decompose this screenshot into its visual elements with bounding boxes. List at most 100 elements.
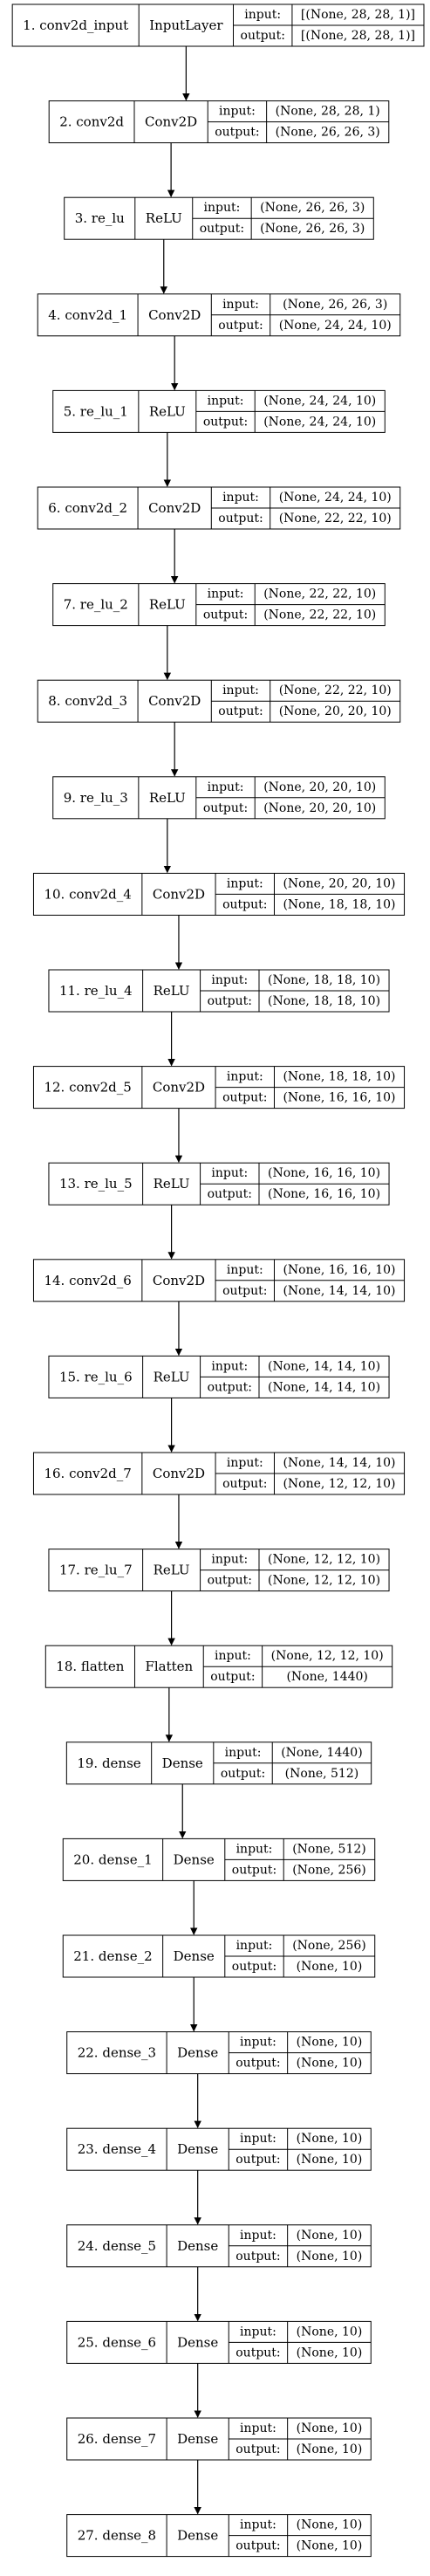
output-label: output: <box>208 1380 252 1394</box>
layer-class: Conv2D <box>148 693 201 709</box>
layer-name: 4. conv2d_1 <box>48 307 127 323</box>
output-label: output: <box>215 126 259 140</box>
input-label: input: <box>227 876 263 890</box>
input-shape: (None, 10) <box>297 2132 363 2146</box>
layer-class: ReLU <box>154 1176 190 1192</box>
input-label: input: <box>211 973 248 987</box>
input-shape: (None, 256) <box>292 1939 366 1953</box>
output-shape: (None, 22, 22, 10) <box>279 512 392 526</box>
output-shape: [(None, 28, 28, 1)] <box>301 29 415 43</box>
input-label: input: <box>208 587 244 601</box>
input-shape: (None, 16, 16, 10) <box>268 1166 380 1180</box>
input-label: input: <box>227 1263 263 1277</box>
input-shape: (None, 26, 26, 3) <box>260 201 365 215</box>
layer-class: ReLU <box>149 790 186 806</box>
output-shape: (None, 20, 20, 10) <box>279 704 392 718</box>
layer-class: ReLU <box>149 403 186 419</box>
output-label: output: <box>232 1863 276 1877</box>
layer-name: 6. conv2d_2 <box>48 500 127 516</box>
input-label: input: <box>227 1070 263 1084</box>
layer-name: 8. conv2d_3 <box>48 693 127 709</box>
input-shape: (None, 14, 14, 10) <box>268 1359 380 1373</box>
layer-name: 10. conv2d_4 <box>44 886 131 902</box>
input-label: input: <box>244 8 281 22</box>
input-shape: (None, 10) <box>297 2325 363 2339</box>
input-label: input: <box>219 105 256 119</box>
output-shape: (None, 512) <box>285 1767 359 1781</box>
input-shape: (None, 16, 16, 10) <box>283 1263 395 1277</box>
layer-class: Conv2D <box>148 500 201 516</box>
output-label: output: <box>210 1670 255 1684</box>
layer-class: ReLU <box>149 597 186 613</box>
input-shape: (None, 1440) <box>281 1746 362 1760</box>
layer-class: Conv2D <box>153 1466 205 1481</box>
input-shape: (None, 14, 14, 10) <box>283 1456 395 1470</box>
output-shape: (None, 10) <box>297 2442 363 2456</box>
input-shape: (None, 18, 18, 10) <box>283 1070 395 1084</box>
layer-name: 27. dense_8 <box>78 2528 156 2544</box>
output-shape: (None, 10) <box>297 2057 363 2071</box>
input-shape: (None, 12, 12, 10) <box>271 1649 384 1663</box>
output-label: output: <box>232 1960 276 1974</box>
input-label: input: <box>236 1939 273 1953</box>
input-label: input: <box>215 1649 251 1663</box>
input-label: input: <box>240 2036 276 2050</box>
layer-name: 5. re_lu_1 <box>64 403 128 419</box>
output-label: output: <box>203 415 248 429</box>
input-shape: (None, 10) <box>297 2421 363 2435</box>
input-label: input: <box>240 2325 276 2339</box>
output-label: output: <box>200 222 244 236</box>
layer-name: 15. re_lu_6 <box>59 1369 133 1384</box>
input-label: input: <box>208 780 244 794</box>
output-label: output: <box>222 1477 267 1491</box>
layer-name: 14. conv2d_6 <box>44 1273 131 1288</box>
layer-class: Conv2D <box>145 114 197 130</box>
input-shape: (None, 28, 28, 1) <box>276 105 380 119</box>
output-shape: (None, 24, 24, 10) <box>279 319 392 333</box>
output-label: output: <box>203 801 248 815</box>
input-label: input: <box>236 1842 273 1856</box>
layer-class: Dense <box>177 2431 218 2447</box>
input-label: input: <box>211 1359 248 1373</box>
layer-class: Dense <box>162 1755 203 1771</box>
layer-class: Dense <box>174 1851 215 1867</box>
input-shape: (None, 26, 26, 3) <box>283 298 387 312</box>
input-label: input: <box>222 683 259 697</box>
output-shape: (None, 26, 26, 3) <box>260 222 365 236</box>
output-shape: (None, 10) <box>297 2153 363 2167</box>
layer-class: Conv2D <box>148 307 201 323</box>
output-label: output: <box>218 512 263 526</box>
input-label: input: <box>211 1166 248 1180</box>
output-shape: (None, 20, 20, 10) <box>263 801 376 815</box>
layer-name: 1. conv2d_input <box>23 17 128 33</box>
edges <box>160 46 201 2515</box>
input-shape: (None, 20, 20, 10) <box>283 876 395 890</box>
input-shape: (None, 22, 22, 10) <box>263 587 376 601</box>
output-shape: (None, 18, 18, 10) <box>268 994 380 1008</box>
output-shape: (None, 16, 16, 10) <box>283 1091 395 1105</box>
layer-name: 3. re_lu <box>75 210 125 226</box>
input-label: input: <box>240 2518 276 2532</box>
layer-class: ReLU <box>146 210 182 226</box>
output-label: output: <box>203 608 248 622</box>
layer-name: 23. dense_4 <box>78 2141 156 2157</box>
layer-name: 17. re_lu_7 <box>59 1563 133 1578</box>
input-shape: (None, 10) <box>297 2518 363 2532</box>
output-shape: (None, 22, 22, 10) <box>263 608 376 622</box>
